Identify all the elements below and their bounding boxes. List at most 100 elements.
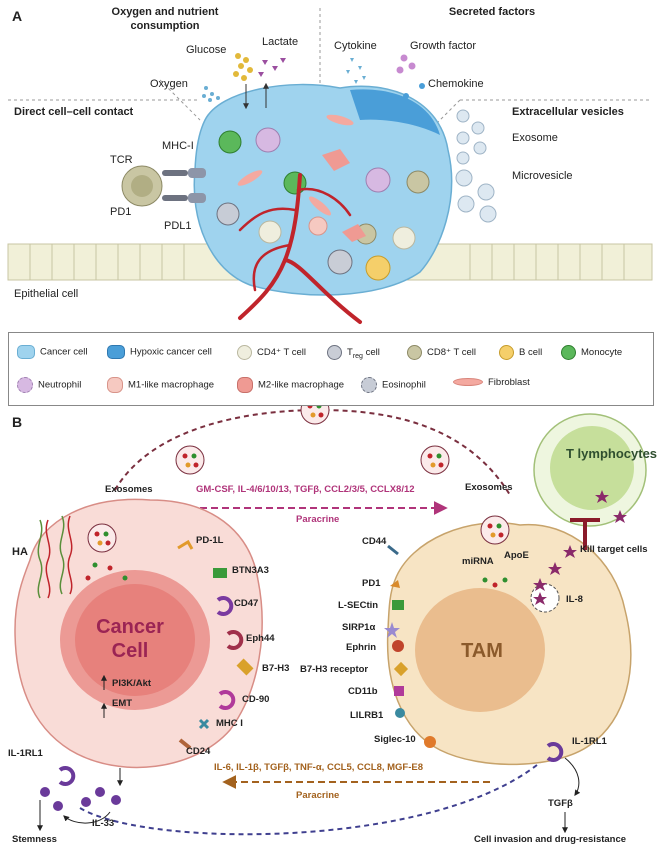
legend-item-b-cell: B cell — [499, 345, 542, 360]
il8-vesicle — [530, 583, 560, 613]
label-eph44: Eph44 — [246, 633, 275, 644]
label-pd1: PD1 — [110, 206, 132, 218]
legend-item-cd8-t-cell: CD8⁺ T cell — [407, 345, 476, 360]
label-exosome: Exosome — [512, 132, 558, 144]
glucose-dots — [233, 53, 253, 81]
panel-b-letter: B — [12, 414, 23, 430]
label-mhc-i-b: MHC I — [216, 718, 243, 729]
legend-item-eosinophil: Eosinophil — [361, 377, 426, 393]
label-pi3k: PI3K/Akt — [112, 678, 152, 689]
label-stemness: Stemness — [12, 834, 57, 845]
lactate-triangles — [258, 58, 286, 77]
paracrine-bottom-label: Paracrine — [296, 790, 340, 801]
legend-item-monocyte: Monocyte — [561, 345, 622, 360]
b-cell-icon — [499, 345, 514, 360]
cancer-cell-body — [14, 498, 263, 769]
label-secreted-factors: Secreted factors — [448, 6, 536, 18]
label-tam: TAM — [461, 640, 503, 662]
label-il1rl1-right: IL-1RL1 — [572, 736, 607, 747]
legend-item-fibroblast: Fibroblast — [453, 377, 530, 388]
kill-stars — [533, 490, 627, 591]
tam-receptors — [384, 544, 564, 762]
label-tgfb: TGFβ — [548, 798, 573, 809]
label-cd44: CD44 — [362, 536, 387, 547]
label-mhc-i: MHC-I — [162, 140, 194, 152]
cd4-t-cell-icon — [237, 345, 252, 360]
section-divider-diag-right — [429, 99, 461, 131]
label-il8: IL-8 — [566, 594, 583, 605]
legend-item-neutrophil: Neutrophil — [17, 377, 81, 393]
label-ha: HA — [12, 546, 28, 558]
label-invasion: Cell invasion and drug-resistance — [474, 834, 627, 845]
paracrine-bottom-factors: IL-6, IL-1β, TGFβ, TNF-α, CCL5, CCL8, MG… — [214, 762, 424, 773]
label-microvesicle: Microvesicle — [512, 170, 573, 182]
label-sirp1a: SIRP1α — [342, 622, 376, 633]
label-cd47: CD47 — [234, 598, 259, 609]
label-cd11b: CD11b — [348, 686, 378, 697]
label-ephrin: Ephrin — [346, 642, 377, 653]
neutrophil-icon — [17, 377, 33, 393]
label-l-sectin: L-SECtin — [338, 600, 379, 611]
label-oxygen-nutrient-2: consumption — [130, 20, 200, 32]
tam-cell-body — [386, 522, 632, 766]
label-cd-90: CD-90 — [242, 694, 270, 705]
microvesicle-spheres — [455, 169, 497, 223]
label-il33: IL-33 — [92, 818, 115, 829]
m1-macrophage-icon — [107, 377, 123, 393]
label-apoe: ApoE — [504, 550, 529, 561]
label-kill-target: Kill target cells — [580, 544, 648, 555]
hypoxic-cancer-cell-icon — [107, 345, 125, 359]
tumor-mass — [193, 83, 453, 296]
panel-a-letter: A — [12, 8, 23, 24]
label-glucose: Glucose — [186, 44, 227, 56]
kill-inhibit-bar — [570, 518, 600, 550]
label-mirna: miRNA — [462, 556, 494, 567]
cd8-t-cell-icon — [407, 345, 422, 360]
label-pdl1: PDL1 — [164, 220, 192, 232]
tam-inner-exosome — [480, 515, 510, 588]
cancer-receptors — [58, 539, 254, 786]
label-cd24: CD24 — [186, 746, 211, 757]
cancer-cell-icon — [17, 345, 35, 359]
chemokine-glyphs — [387, 83, 425, 109]
label-btn3a3: BTN3A3 — [232, 565, 269, 576]
monocyte-icon — [561, 345, 576, 360]
label-lactate: Lactate — [262, 36, 299, 48]
label-cancer-line1: Cancer — [96, 616, 164, 638]
label-t-lymphocytes: T lymphocytes — [566, 446, 658, 461]
label-il1rl1-left: IL-1RL1 — [8, 748, 43, 759]
cytokine-glyphs — [346, 58, 366, 84]
label-b7-h3: B7-H3 — [262, 663, 290, 674]
legend-item-cancer-cell: Cancer cell — [17, 345, 88, 359]
label-cancer-line2: Cell — [111, 640, 149, 662]
label-chemokine: Chemokine — [428, 78, 484, 90]
ha-strands — [37, 515, 73, 599]
legend-item-m1-macrophage: M1-like macrophage — [107, 377, 214, 393]
label-tcr: TCR — [110, 154, 133, 166]
eosinophil-icon — [361, 377, 377, 393]
t-lymphocyte — [533, 413, 647, 527]
fibroblast-icon — [453, 378, 483, 387]
label-oxygen-nutrient-1: Oxygen and nutrient — [111, 6, 219, 18]
t-cell-contact — [121, 165, 206, 207]
blood-vessel — [238, 173, 362, 324]
legend: Cancer cell Hypoxic cancer cell CD4⁺ T c… — [8, 332, 654, 406]
bottom-dashed-arc — [79, 742, 560, 836]
label-extracellular-vesicles: Extracellular vesicles — [512, 106, 624, 118]
legend-item-hypoxic-cancer-cell: Hypoxic cancer cell — [107, 345, 212, 359]
m2-macrophage-icon — [237, 377, 253, 393]
paracrine-top-label: Paracrine — [296, 514, 340, 525]
paracrine-top-factors: GM-CSF, IL-4/6/10/13, TGFβ, CCL2/3/5, CC… — [196, 484, 415, 495]
label-lilrb1: LILRB1 — [350, 710, 384, 721]
exosome-bubble-right — [420, 445, 450, 475]
growth-factor-glyphs — [396, 54, 416, 74]
cancer-inner-exosome — [85, 523, 128, 581]
label-siglec-10: Siglec-10 — [374, 734, 416, 745]
label-exosomes-right: Exosomes — [465, 482, 513, 493]
treg-cell-icon — [327, 345, 342, 360]
label-growth-factor: Growth factor — [410, 40, 477, 52]
legend-item-m2-macrophage: M2-like macrophage — [237, 377, 344, 393]
exosome-bubble-left — [175, 445, 205, 475]
label-cytokine: Cytokine — [334, 40, 377, 52]
